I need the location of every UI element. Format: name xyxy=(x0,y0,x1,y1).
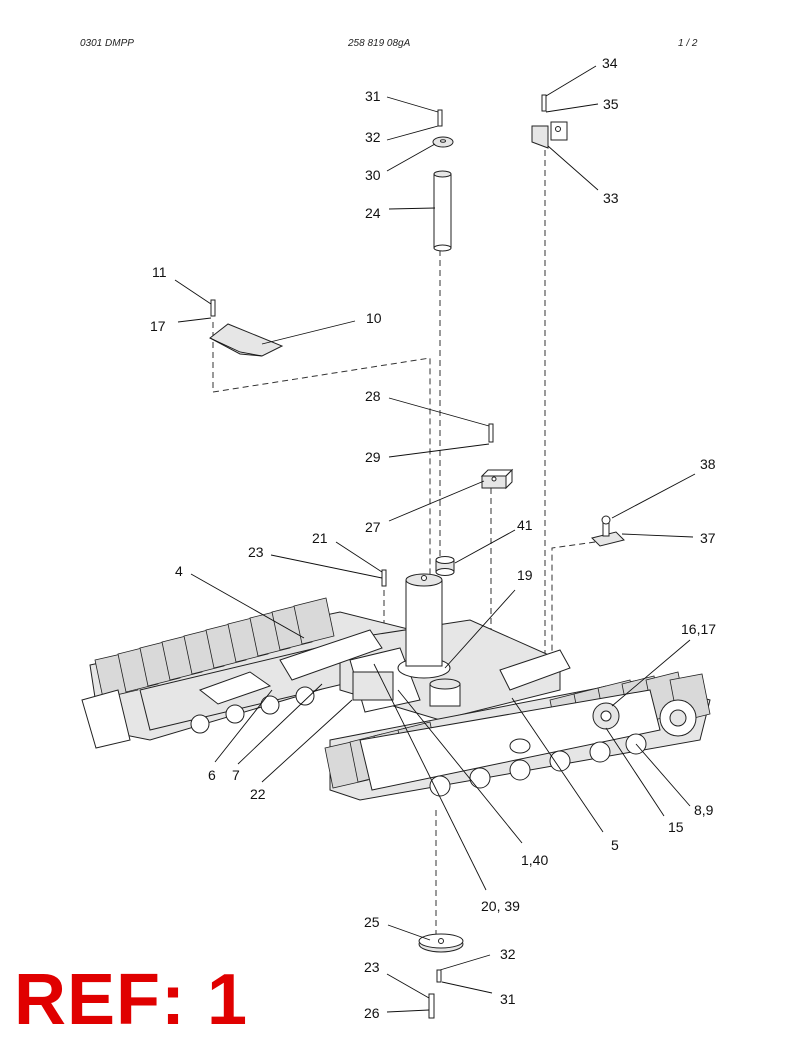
callout-23-bottom: 23 xyxy=(364,959,380,975)
fitting-38-37 xyxy=(591,515,625,547)
callout-29: 29 xyxy=(365,449,381,465)
bolt-21 xyxy=(381,569,387,587)
pivot-boss xyxy=(429,678,461,707)
blade-cylinder-left xyxy=(279,629,383,681)
washer-30 xyxy=(432,136,454,148)
callout-32-top: 32 xyxy=(365,129,381,145)
center-frame xyxy=(279,573,571,721)
cover-plate-10 xyxy=(209,323,284,357)
callout-32-bottom: 32 xyxy=(500,946,516,962)
bolt-31-bottom xyxy=(436,969,442,983)
bolt-26 xyxy=(428,993,435,1019)
callout-16-17: 16,17 xyxy=(681,621,716,637)
callout-33: 33 xyxy=(603,190,619,206)
callout-11: 11 xyxy=(152,264,167,280)
pin-24 xyxy=(433,170,452,252)
callout-34: 34 xyxy=(602,55,618,71)
left-rollers xyxy=(190,686,315,734)
callout-27: 27 xyxy=(365,519,381,535)
callout-24: 24 xyxy=(365,205,381,221)
callout-26: 26 xyxy=(364,1005,380,1021)
callout-20-39: 20, 39 xyxy=(481,898,520,914)
callout-35: 35 xyxy=(603,96,619,112)
bolt-28 xyxy=(488,423,494,443)
callout-23-top: 23 xyxy=(248,544,264,560)
callout-6: 6 xyxy=(208,767,216,783)
callout-31-top: 31 xyxy=(365,88,381,104)
callout-10: 10 xyxy=(366,310,382,326)
bracket-33 xyxy=(531,121,568,149)
header-page-number: 1 / 2 xyxy=(678,38,698,49)
plate-25 xyxy=(418,933,464,953)
blade-cylinder-right xyxy=(499,649,571,691)
callout-4: 4 xyxy=(175,563,183,579)
bolt-31-top xyxy=(437,109,443,127)
bolt-34 xyxy=(541,94,547,112)
drive-motor-15 xyxy=(592,702,620,730)
callout-22: 22 xyxy=(250,786,266,802)
callout-25: 25 xyxy=(364,914,380,930)
callout-labels: 31 32 30 24 34 35 33 11 17 10 28 29 27 3… xyxy=(150,55,716,1021)
assembly-dashed-lines xyxy=(212,150,596,935)
callout-38: 38 xyxy=(700,456,716,472)
reference-mark: REF: 1 xyxy=(14,960,249,1040)
block-27 xyxy=(480,468,514,490)
callout-31-bottom: 31 xyxy=(500,991,516,1007)
header-part-number: 258 819 08gA xyxy=(348,38,411,49)
callout-5: 5 xyxy=(611,837,619,853)
swing-post xyxy=(397,573,451,679)
callout-21: 21 xyxy=(312,530,328,546)
callout-30: 30 xyxy=(365,167,381,183)
header-doc-code: 0301 DMPP xyxy=(80,38,134,49)
left-track-shoes xyxy=(94,597,335,699)
callout-7: 7 xyxy=(232,767,240,783)
bushing-41 xyxy=(435,556,455,576)
leader-lines xyxy=(174,65,696,1013)
callout-28: 28 xyxy=(365,388,381,404)
idler-wheel xyxy=(659,699,697,737)
callout-41: 41 xyxy=(517,517,533,533)
callout-19: 19 xyxy=(517,567,533,583)
callout-17: 17 xyxy=(150,318,166,334)
callout-1-40: 1,40 xyxy=(521,852,548,868)
callout-8-9: 8,9 xyxy=(694,802,714,818)
bolt-11 xyxy=(210,299,216,317)
undercarriage-assembly xyxy=(81,573,711,801)
callout-15: 15 xyxy=(668,819,684,835)
callout-37: 37 xyxy=(700,530,716,546)
